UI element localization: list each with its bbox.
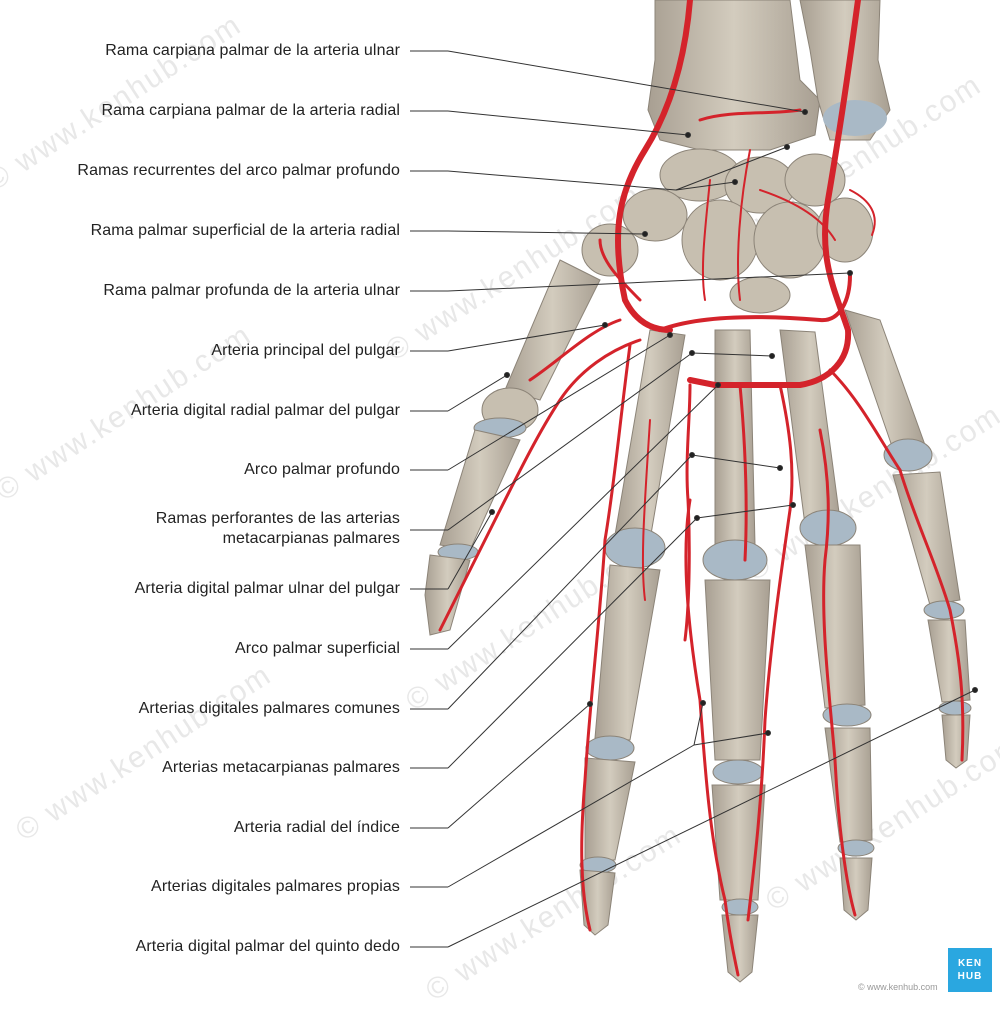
label-arterias-digitales-comunes: Arterias digitales palmares comunes [138,700,400,717]
label-rama-carpiana-palmar-radial: Rama carpiana palmar de la arteria radia… [101,102,400,119]
logo-line1: KEN [957,958,983,969]
label-arco-palmar-profundo: Arco palmar profundo [244,461,400,478]
label-arteria-principal-pulgar: Arteria principal del pulgar [211,342,400,359]
label-ramas-perforantes-line1: Ramas perforantes de las arterias [155,510,400,527]
carpal-bones [581,148,874,314]
kenhub-logo: KEN HUB [948,948,992,992]
label-ramas-perforantes-line2: metacarpianas palmares [222,530,400,547]
label-rama-carpiana-palmar-ulnar: Rama carpiana palmar de la arteria ulnar [105,42,400,59]
label-arteria-digital-ulnar-pulgar: Arteria digital palmar ulnar del pulgar [134,580,400,597]
label-arco-palmar-superficial: Arco palmar superficial [234,640,400,657]
index-finger-bones [579,329,686,936]
thumb-bones [424,259,601,636]
arteries [438,0,965,977]
label-arteria-digital-quinto-dedo: Arteria digital palmar del quinto dedo [135,938,400,955]
label-arterias-digitales-propias: Arterias digitales palmares propias [151,878,400,895]
leader-lines [410,50,978,948]
ring-finger-bones [779,329,875,921]
label-arteria-digital-radial-pulgar: Arteria digital radial palmar del pulgar [130,402,400,419]
label-rama-palmar-profunda-ulnar: Rama palmar profunda de la arteria ulnar [103,282,400,299]
credit-text: © www.kenhub.com [858,982,938,992]
label-arteria-radial-indice: Arteria radial del índice [233,819,400,836]
logo-line2: HUB [957,971,983,982]
middle-finger-bones [702,329,771,983]
label-ramas-recurrentes-arco-profundo: Ramas recurrentes del arco palmar profun… [77,162,400,179]
label-rama-palmar-superficial-radial: Rama palmar superficial de la arteria ra… [90,222,400,239]
label-arterias-metacarpianas-palmares: Arterias metacarpianas palmares [162,759,400,776]
radius-bone [647,0,821,151]
